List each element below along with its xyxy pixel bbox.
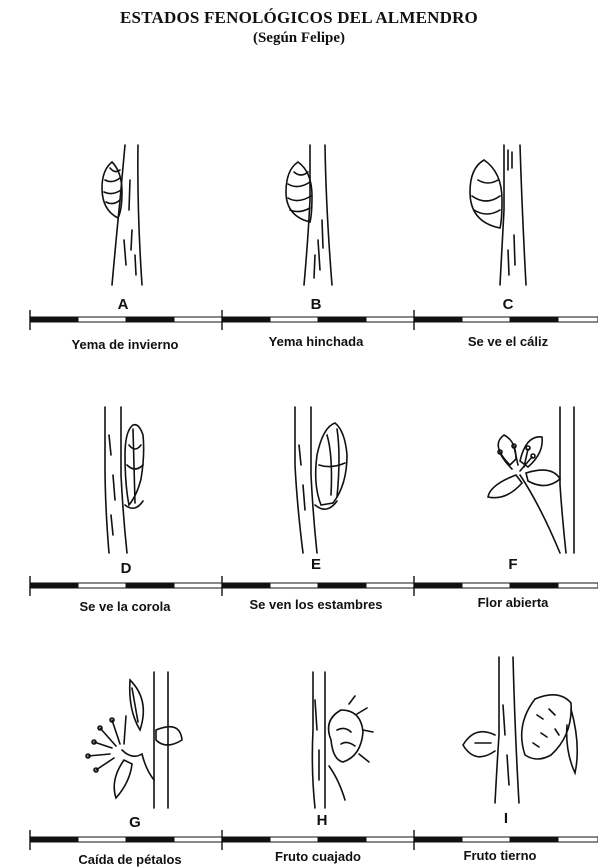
stage-name-e: Se ven los estambres [226,597,406,612]
scale-bar-row-1 [0,310,598,332]
swollen-bud-icon [270,140,360,290]
stage-letter-c: C [488,296,528,313]
stage-name-i: Fruto tierno [410,848,590,863]
stage-letter-f: F [493,556,533,573]
page-subtitle: (Según Felipe) [0,30,598,47]
stage-letter-e: E [296,556,336,573]
young-fruit-icon [455,655,585,805]
stage-letter-h: H [302,812,342,829]
stamens-visible-icon [275,405,365,555]
dormant-bud-icon [80,140,170,290]
stage-name-c: Se ve el cáliz [418,334,598,349]
open-flower-icon [470,405,580,555]
stage-letter-d: D [106,560,146,577]
stage-name-a: Yema de invierno [35,337,215,352]
stage-letter-i: I [486,810,526,827]
calyx-visible-icon [460,140,550,290]
stage-letter-a: A [103,296,143,313]
stage-name-h: Fruto cuajado [228,849,408,864]
corolla-visible-icon [85,405,175,555]
stage-name-g: Caída de pétalos [40,852,220,867]
stage-name-f: Flor abierta [423,595,598,610]
stage-letter-g: G [115,814,155,831]
fruit-set-icon [285,670,385,810]
stage-name-d: Se ve la corola [35,599,215,614]
petal-fall-icon [70,670,190,810]
stage-name-b: Yema hinchada [226,334,406,349]
page-title: ESTADOS FENOLÓGICOS DEL ALMENDRO [0,8,598,28]
stage-letter-b: B [296,296,336,313]
